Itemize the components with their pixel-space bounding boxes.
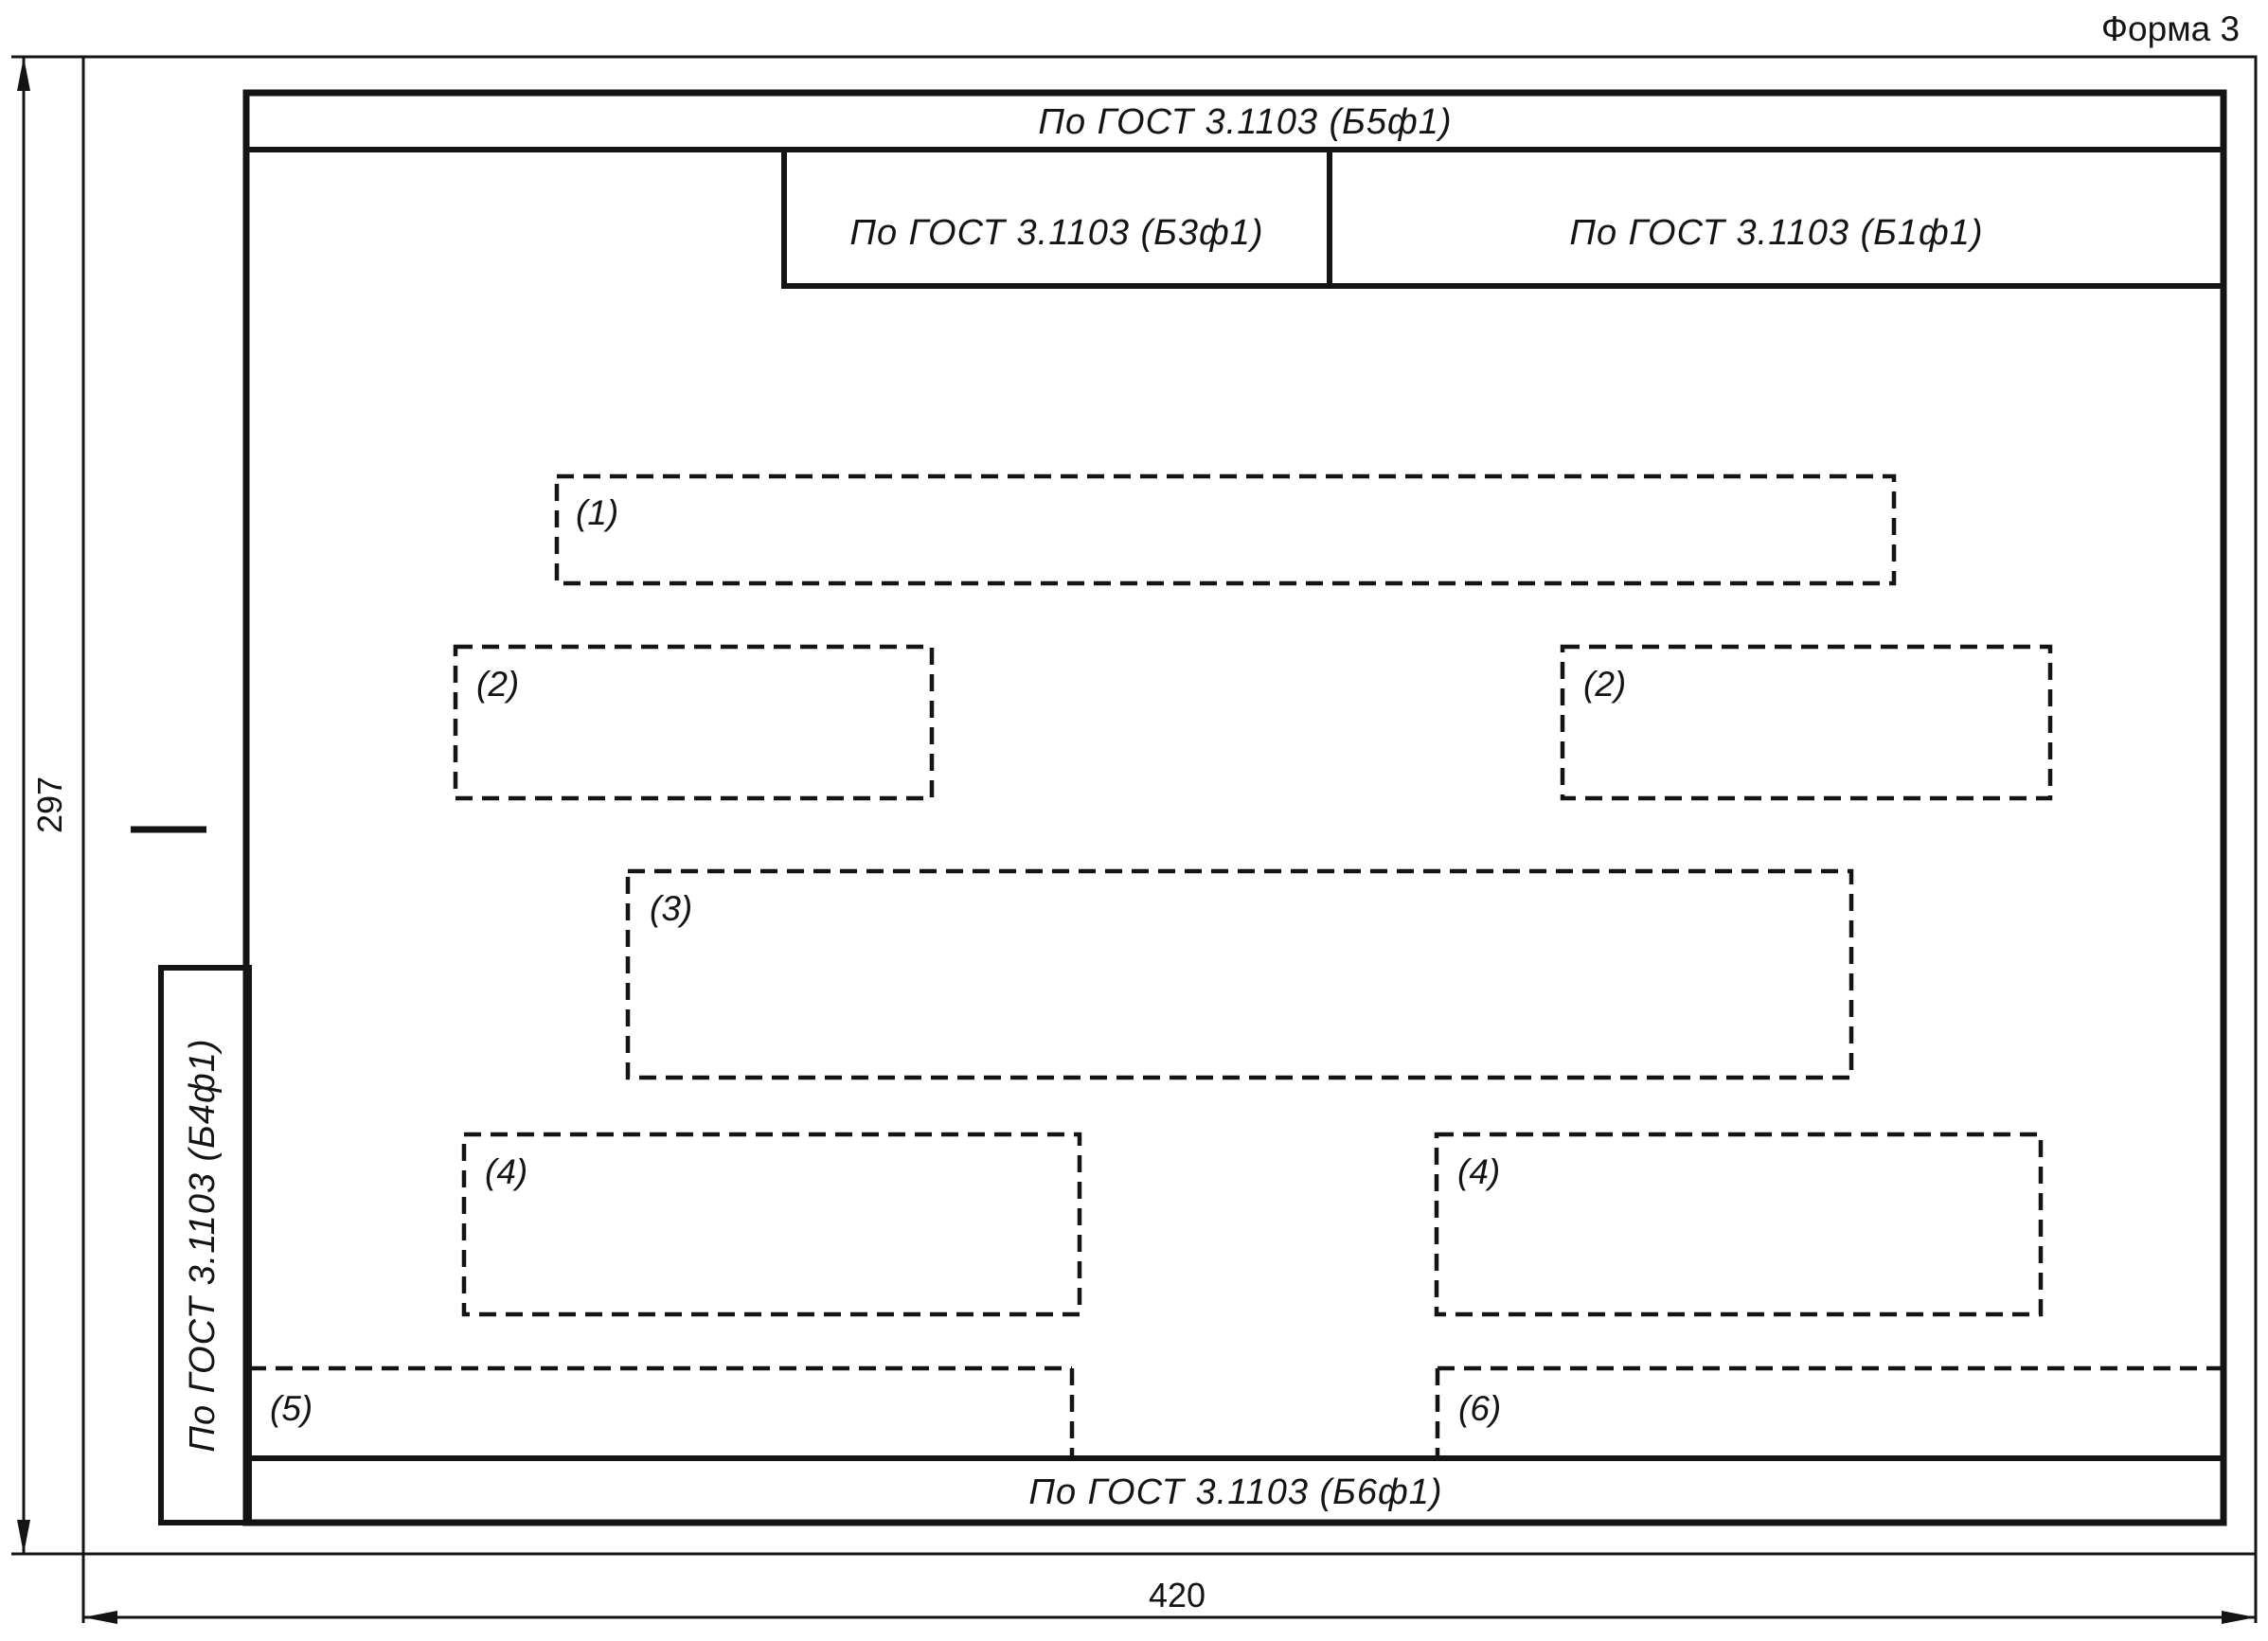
form-caption: Форма 3: [2101, 9, 2240, 48]
zone-3: (3): [625, 868, 1854, 1080]
header-left-label: По ГОСТ 3.1103 (Б3ф1): [849, 213, 1263, 253]
zone-2-right: (2): [1560, 644, 2053, 801]
top-band-label: По ГОСТ 3.1103 (Б5ф1): [1038, 102, 1452, 142]
zone-4-right-label: (4): [1457, 1152, 1500, 1191]
zone-2-left-label: (2): [476, 665, 519, 704]
dimension-width-label: 420: [1149, 1576, 1205, 1614]
zone-5: (5): [249, 1365, 1075, 1458]
top-band-b5f1: По ГОСТ 3.1103 (Б5ф1): [246, 102, 2223, 152]
header-row: По ГОСТ 3.1103 (Б3ф1) По ГОСТ 3.1103 (Б1…: [781, 147, 2226, 289]
zone-2-right-label: (2): [1583, 665, 1626, 704]
zone-6: (6): [1435, 1365, 2223, 1458]
left-band-label: По ГОСТ 3.1103 (Б4ф1): [183, 1038, 223, 1452]
main-frame: [242, 89, 2227, 1526]
bottom-band-b6f1: По ГОСТ 3.1103 (Б6ф1): [246, 1455, 2223, 1512]
dimension-width: 420: [83, 1576, 2256, 1624]
zone-1: (1): [554, 473, 1897, 586]
header-right-label: По ГОСТ 3.1103 (Б1ф1): [1569, 213, 1983, 253]
zone-6-label: (6): [1458, 1389, 1501, 1428]
sheet-border: [11, 55, 2258, 1623]
arrow-right-icon: [2222, 1611, 2256, 1624]
zone-4-right: (4): [1434, 1132, 2044, 1317]
zone-5-label: (5): [270, 1389, 313, 1428]
left-band-b4f1: По ГОСТ 3.1103 (Б4ф1): [158, 965, 252, 1525]
zone-1-label: (1): [576, 493, 618, 532]
zone-3-label: (3): [650, 889, 692, 928]
arrow-up-icon: [17, 57, 30, 91]
bottom-band-label: По ГОСТ 3.1103 (Б6ф1): [1028, 1472, 1442, 1512]
zone-2-left: (2): [453, 644, 935, 801]
arrow-down-icon: [17, 1520, 30, 1554]
dimension-height: 297: [17, 57, 69, 1554]
zone-4-left: (4): [461, 1132, 1082, 1317]
zone-4-left-label: (4): [485, 1152, 527, 1191]
arrow-left-icon: [83, 1611, 117, 1624]
dimension-height-label: 297: [30, 776, 69, 833]
